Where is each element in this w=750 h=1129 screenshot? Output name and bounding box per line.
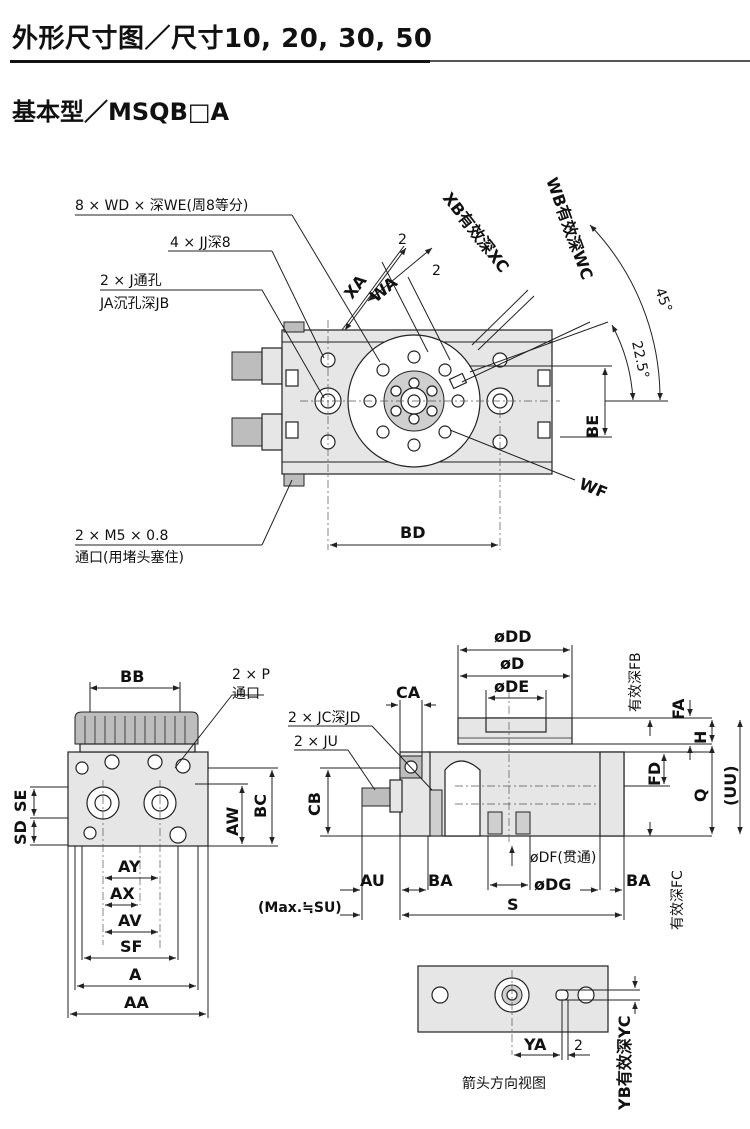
dim-yb: YB有效深YC	[615, 1015, 634, 1111]
angle-22-5: 22.5°	[628, 340, 652, 381]
dim-fb: 有效深FB	[628, 652, 644, 712]
callout-wd: 8 × WD × 深WE(周8等分)	[75, 197, 248, 214]
dim-sd: SD	[11, 820, 30, 845]
dim-aa: AA	[124, 993, 149, 1012]
dim-bc: BC	[251, 794, 270, 818]
dim-bd: BD	[400, 523, 425, 542]
section-title: 基本型／MSQB□A	[12, 98, 230, 126]
callout-m5-note: 通口(用堵头塞住)	[75, 549, 184, 566]
dim-se: SE	[11, 790, 30, 812]
arrow-view-caption: 箭头方向视图	[462, 1075, 546, 1092]
callout-p-note: 通口	[232, 686, 260, 702]
callout-ju: 2 × JU	[294, 734, 338, 750]
dim-be: BE	[583, 415, 602, 438]
dim-ax: AX	[110, 884, 135, 903]
dim-xb: XB有效深XC	[439, 189, 513, 276]
dim-od: øD	[500, 654, 524, 673]
front-view: øDD øD øDE CA 2 × JC深JD 2 × JU 有效深FB FA …	[258, 627, 743, 930]
title-underline-thin	[430, 60, 750, 62]
dim-cb: CB	[305, 792, 324, 816]
dim-2b: 2	[432, 263, 441, 279]
dim-aw: AW	[223, 806, 242, 836]
callout-m5: 2 × M5 × 0.8	[75, 528, 168, 544]
dim-fc: 有效深FC	[670, 870, 686, 930]
page-title: 外形尺寸图／尺寸10, 20, 30, 50	[12, 24, 433, 54]
dim-ca: CA	[396, 683, 421, 702]
dim-q: Q	[691, 788, 710, 802]
dim-odd: øDD	[494, 627, 532, 646]
dim-ay: AY	[118, 857, 141, 876]
title-underline	[10, 60, 430, 63]
dim-uu: (UU)	[721, 765, 740, 806]
dim-fd: FD	[645, 762, 664, 786]
dim-odf: øDF(贯通)	[530, 850, 596, 866]
arrow-view: YA 2 YB有效深YC 箭头方向视图	[417, 965, 640, 1111]
dim-2a: 2	[398, 232, 407, 248]
callout-ja: JA沉孔深JB	[99, 296, 169, 312]
dim-fa: FA	[669, 698, 688, 720]
dim-av: AV	[118, 911, 142, 930]
top-view: 8 × WD × 深WE(周8等分) 4 × JJ深8 2 × J通孔 JA沉孔…	[75, 175, 675, 566]
dim-wf: WF	[577, 474, 611, 502]
dim-max: (Max.≒SU)	[258, 900, 342, 916]
dim-2-arrow: 2	[574, 1038, 583, 1054]
dim-sf: SF	[120, 937, 142, 956]
dim-h: H	[691, 731, 710, 744]
dim-a: A	[129, 965, 142, 984]
callout-jc: 2 × JC深JD	[288, 710, 360, 726]
side-view: BB 2 × P 通口 SD SE AW BC AY AX AV SF A AA	[11, 667, 278, 1018]
dim-au: AU	[360, 871, 385, 890]
dim-ba-1: BA	[428, 871, 453, 890]
dim-s: S	[507, 895, 519, 914]
header: 外形尺寸图／尺寸10, 20, 30, 50	[0, 0, 750, 70]
dim-ya: YA	[523, 1035, 547, 1054]
callout-j: 2 × J通孔	[100, 273, 162, 289]
callout-p: 2 × P	[232, 667, 270, 683]
dim-bb: BB	[120, 667, 144, 686]
dim-odg: øDG	[534, 875, 571, 894]
table-bolt-holes	[363, 350, 465, 452]
dim-ba-2: BA	[626, 871, 651, 890]
callout-jj: 4 × JJ深8	[170, 235, 231, 251]
angle-45: 45°	[651, 286, 675, 315]
dim-wb: WB有效深WC	[542, 175, 597, 282]
dim-ode: øDE	[494, 677, 529, 696]
